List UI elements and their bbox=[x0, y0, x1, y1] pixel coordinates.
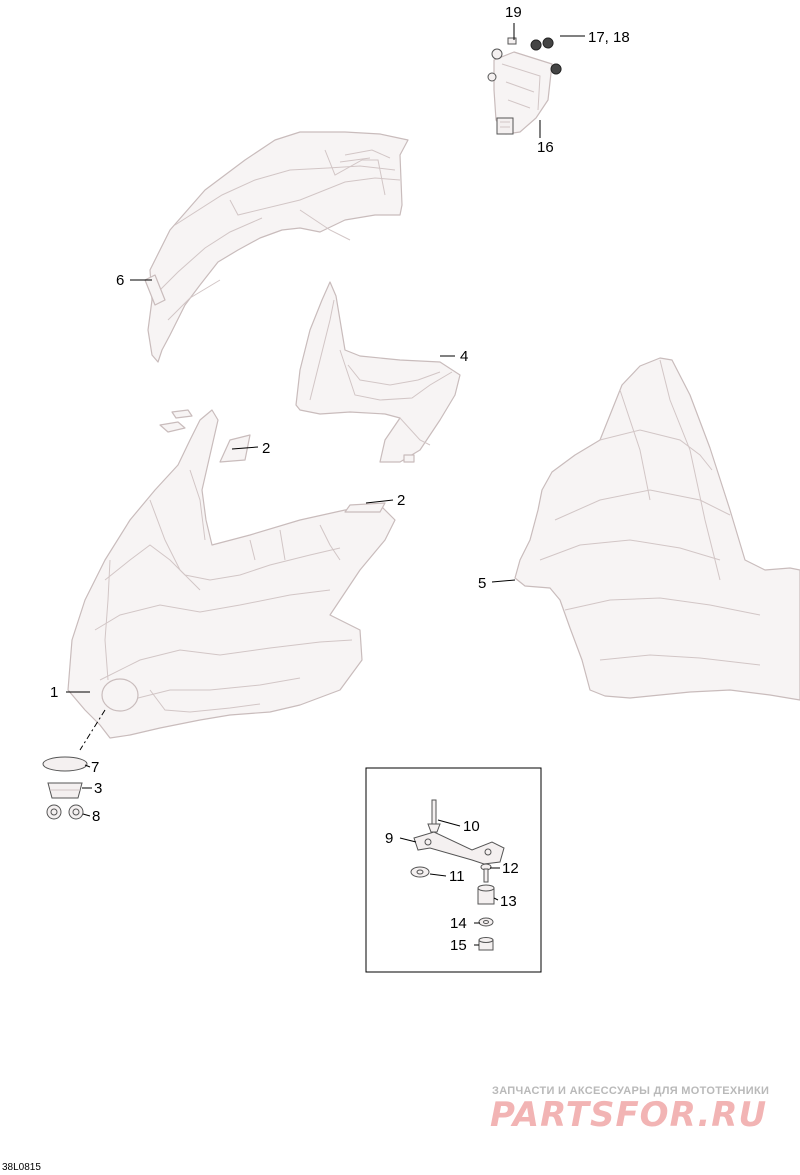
callout-19: 19 bbox=[505, 4, 522, 21]
screw-part-12 bbox=[480, 863, 492, 883]
callout-7: 7 bbox=[91, 759, 99, 776]
module-part-16 bbox=[487, 48, 553, 135]
detail-inset-box bbox=[365, 767, 542, 973]
side-panel-part-6 bbox=[144, 131, 409, 363]
callout-13: 13 bbox=[500, 893, 517, 910]
nuts-part-8 bbox=[46, 804, 84, 820]
watermark-logo: PARTSFOR.RU bbox=[490, 1095, 767, 1135]
callout-10: 10 bbox=[463, 818, 480, 835]
hood-part-1 bbox=[67, 409, 396, 739]
leader-lines bbox=[66, 23, 585, 946]
callout-4: 4 bbox=[460, 348, 468, 365]
bracket-part-9 bbox=[413, 831, 505, 865]
side-panel-part-5 bbox=[514, 357, 800, 701]
callout-17-18: 17, 18 bbox=[588, 29, 630, 46]
callout-5: 5 bbox=[478, 575, 486, 592]
spacer-part-13 bbox=[477, 884, 495, 905]
callout-6: 6 bbox=[116, 272, 124, 289]
callout-8: 8 bbox=[92, 808, 100, 825]
callout-labels: 19 17, 18 16 6 4 2 2 5 1 7 3 8 10 9 12 1… bbox=[50, 4, 630, 954]
cap-part-7 bbox=[42, 756, 88, 772]
callout-1: 1 bbox=[50, 684, 58, 701]
hardware-17-18 bbox=[530, 37, 562, 75]
assembly-axis-line bbox=[79, 709, 106, 751]
callout-16: 16 bbox=[537, 139, 554, 156]
callout-2-upper: 2 bbox=[262, 440, 270, 457]
callout-9: 9 bbox=[385, 830, 393, 847]
deflector-part-4 bbox=[295, 281, 461, 463]
washer-part-11 bbox=[410, 866, 430, 878]
callout-3: 3 bbox=[94, 780, 102, 797]
callout-11: 11 bbox=[449, 868, 465, 885]
screw-19 bbox=[507, 37, 517, 45]
callout-14: 14 bbox=[450, 915, 467, 932]
diagram-code: 38L0815 bbox=[2, 1162, 41, 1173]
decal-part-2 bbox=[219, 434, 386, 513]
callout-15: 15 bbox=[450, 937, 467, 954]
grommet-part-3 bbox=[47, 782, 83, 799]
tie-part-10 bbox=[427, 799, 441, 833]
callout-2-lower: 2 bbox=[397, 492, 405, 509]
callout-12: 12 bbox=[502, 860, 519, 877]
washer-part-14 bbox=[478, 917, 494, 927]
watermark-tagline: ЗАПЧАСТИ И АКСЕССУАРЫ ДЛЯ МОТОТЕХНИКИ bbox=[492, 1085, 769, 1097]
nut-part-15 bbox=[478, 937, 494, 951]
